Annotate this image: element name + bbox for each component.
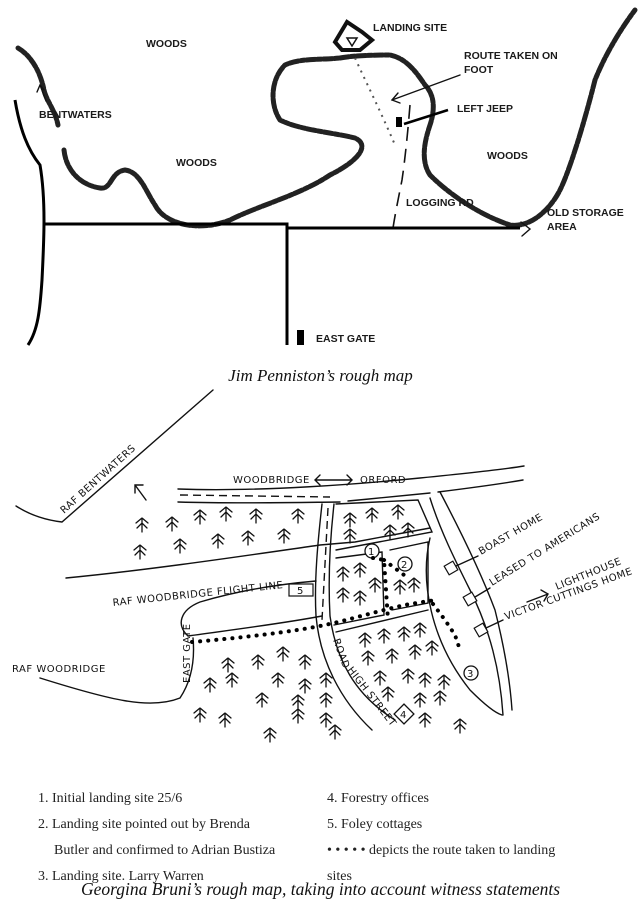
east-road-east bbox=[439, 491, 513, 711]
label-high-street: HIGH STREET bbox=[345, 665, 399, 729]
label-road: ROAD bbox=[330, 637, 351, 670]
label-raf-bentwaters: RAF BENTWATERS bbox=[59, 443, 139, 516]
block-south bbox=[335, 609, 429, 633]
label-woods-top: WOODS bbox=[146, 38, 187, 50]
legend-item-5: 5. Foley cottages bbox=[327, 817, 423, 832]
legend-route-dots-cont: sites bbox=[327, 869, 352, 884]
label-east-gate: EAST GATE bbox=[182, 623, 193, 683]
victor-pointer bbox=[485, 619, 504, 629]
marker-5-label: 5 bbox=[297, 586, 304, 597]
raf-bentwaters-boundary bbox=[15, 389, 214, 523]
central-road-east bbox=[328, 503, 396, 721]
marker-1-label: 1 bbox=[368, 547, 375, 558]
route-pointer-line bbox=[391, 74, 461, 101]
woodbridge-road-centerline bbox=[179, 494, 331, 498]
road-main-horizontal bbox=[44, 222, 520, 230]
legend-item-3: 3. Landing site. Larry Warren bbox=[38, 869, 204, 884]
penniston-map: WOODS BENTWATERS WOODS LANDING SITE ROUT… bbox=[13, 7, 638, 346]
runway-loop bbox=[180, 580, 323, 637]
marker-2-landing bbox=[397, 556, 413, 572]
double-arrow-icon bbox=[314, 474, 353, 486]
boast-home-pointer bbox=[455, 555, 479, 567]
label-flight-line: RAF WOODBRIDGE FLIGHT LINE bbox=[112, 580, 284, 609]
marker-4-forestry-offices bbox=[393, 703, 415, 725]
label-bentwaters: BENTWATERS bbox=[39, 109, 112, 121]
jeep-marker bbox=[396, 117, 402, 127]
legend-item-1: 1. Initial landing site 25/6 bbox=[38, 791, 183, 806]
road-west bbox=[13, 99, 46, 346]
label-woods-right: WOODS bbox=[487, 150, 528, 162]
label-logging-rd: LOGGING RD bbox=[406, 197, 474, 209]
bruni-map: RAF BENTWATERS WOODBRIDGE ORFORD RAF WOO… bbox=[12, 389, 634, 743]
route-dots-main bbox=[190, 598, 437, 644]
marker-3-label: 3 bbox=[467, 669, 474, 680]
logging-road bbox=[392, 104, 411, 229]
marker-2-label: 2 bbox=[401, 560, 408, 571]
block-2 bbox=[389, 541, 429, 611]
victor-cuttings-home-marker bbox=[473, 622, 489, 638]
label-landing-site: LANDING SITE bbox=[373, 22, 447, 34]
legend-item-2: 2. Landing site pointed out by Brenda bbox=[38, 817, 250, 832]
central-road-west bbox=[314, 503, 373, 731]
label-raf-woodbridge: RAF WOODRIDGE bbox=[12, 664, 106, 675]
block-middle bbox=[333, 551, 385, 626]
block-north bbox=[335, 499, 433, 551]
route-dots-to-1-2 bbox=[371, 556, 406, 622]
route-pointer-arrowhead bbox=[390, 92, 401, 104]
triangle-icon bbox=[345, 37, 359, 48]
flight-line-boundary bbox=[65, 527, 431, 579]
leased-pointer bbox=[474, 587, 491, 598]
label-route-taken-foot: FOOT bbox=[464, 64, 494, 76]
label-route-taken: ROUTE TAKEN ON bbox=[464, 50, 558, 62]
north-arrow-icon bbox=[134, 484, 147, 501]
bentwaters-arrow-icon bbox=[36, 83, 47, 102]
east-gate-marker bbox=[297, 330, 304, 345]
legend-item-4: 4. Forestry offices bbox=[327, 791, 429, 806]
legend-right: 4. Forestry offices 5. Foley cottages • … bbox=[327, 786, 617, 890]
label-old-storage: OLD STORAGE bbox=[547, 207, 624, 219]
foot-route bbox=[354, 57, 396, 146]
marker-3-landing bbox=[463, 665, 479, 681]
label-left-jeep: LEFT JEEP bbox=[457, 103, 513, 115]
block-east bbox=[425, 537, 503, 716]
label-orford: ORFORD bbox=[360, 475, 406, 486]
lighthouse-arrow-icon bbox=[526, 589, 549, 603]
legend-item-2-cont: Butler and confirmed to Adrian Bustiza bbox=[54, 843, 276, 858]
landing-site-marker bbox=[332, 19, 376, 52]
label-old-storage-area: AREA bbox=[547, 221, 577, 233]
woodbridge-orford-road-bottom bbox=[177, 479, 524, 504]
leased-home-marker bbox=[462, 591, 478, 607]
central-road-centerline bbox=[321, 507, 329, 621]
woods-boundary-landing bbox=[337, 7, 638, 228]
label-woods-middle: WOODS bbox=[176, 157, 217, 169]
legend-left: 1. Initial landing site 25/6 2. Landing … bbox=[38, 786, 328, 890]
legend-route-dots: • • • • • depicts the route taken to lan… bbox=[327, 843, 556, 858]
label-victor-cuttings-home: VICTOR CUTTINGS HOME bbox=[503, 566, 634, 623]
old-storage-arrow-icon bbox=[520, 221, 532, 237]
marker-4-label: 4 bbox=[400, 710, 407, 721]
penniston-map-caption: Jim Penniston’s rough map bbox=[228, 366, 413, 385]
woodbridge-orford-road-top bbox=[177, 465, 525, 491]
east-gate-road bbox=[39, 637, 195, 704]
label-woodbridge: WOODBRIDGE bbox=[233, 475, 310, 486]
label-east-gate: EAST GATE bbox=[316, 333, 375, 345]
left-jeep-pointer bbox=[403, 108, 449, 126]
woods-boundary-main bbox=[61, 55, 365, 229]
east-road-west bbox=[429, 497, 504, 716]
route-dots-to-3 bbox=[431, 602, 462, 652]
marker-5-foley-cottages bbox=[288, 583, 314, 597]
boast-home-marker bbox=[443, 560, 459, 576]
bruni-map-caption: Georgina Bruni’s rough map, taking into … bbox=[80, 879, 561, 899]
